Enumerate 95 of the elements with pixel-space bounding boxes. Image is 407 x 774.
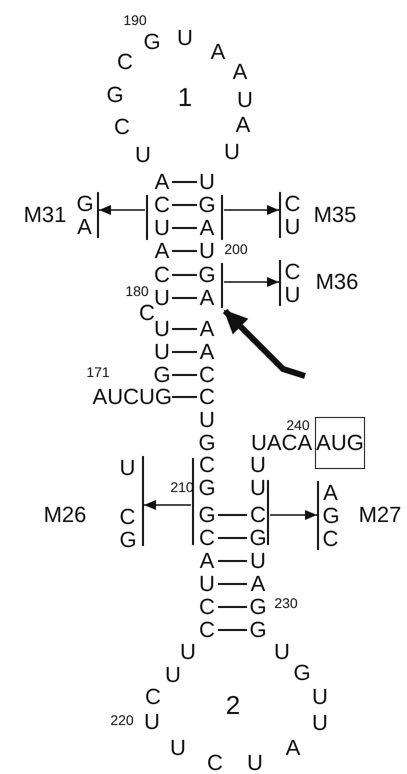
nucleotide-letter: C <box>154 264 170 286</box>
nucleotide-letter: C <box>250 504 266 526</box>
nucleotide-letter: U <box>154 318 170 340</box>
mutant-letters: U <box>120 456 136 479</box>
nucleotide-letter: A <box>200 287 214 309</box>
nucleotide-letter: G <box>198 432 216 454</box>
nucleotide-letter: U <box>250 550 266 572</box>
nucleotide-letter: U <box>165 664 181 686</box>
position-number: 220 <box>110 713 134 727</box>
nucleotide-letter: U <box>247 752 263 774</box>
nucleotide-letter: A <box>210 41 226 63</box>
mutant-letters: C G <box>120 505 136 551</box>
position-number: 240 <box>286 418 310 432</box>
bracket-line <box>146 195 148 240</box>
nucleotide-letter: C <box>199 619 215 641</box>
nucleotide-letter: C <box>199 596 215 618</box>
mutation-arrow <box>270 510 317 520</box>
nucleotide-letter: U <box>224 141 240 163</box>
nucleotide-letter: C <box>207 752 223 774</box>
nucleotide-letter: U <box>274 641 290 663</box>
position-number: 200 <box>224 242 248 256</box>
bracket-line <box>221 263 223 308</box>
mutant-letters: G A <box>76 192 92 238</box>
nucleotide-letter: G <box>153 364 171 386</box>
mutant-name: M27 <box>358 504 402 526</box>
nucleotide-letter: U <box>312 712 328 734</box>
nucleotide-letter: G <box>198 504 216 526</box>
nucleotide-letter: A <box>200 217 214 239</box>
nucleotide-letter: A <box>286 737 300 759</box>
nucleotide-letter: A <box>236 114 250 136</box>
nucleotide-letter: U <box>199 171 215 193</box>
nucleotide-letter: U <box>250 477 266 499</box>
position-number: 171 <box>86 365 110 379</box>
nucleotide-letter: G <box>198 264 216 286</box>
loop-number: 2 <box>226 692 240 718</box>
nucleotide-letter: G <box>249 619 267 641</box>
nucleotide-letter: C <box>199 454 215 476</box>
nucleotide-letter: U <box>154 287 170 309</box>
position-number: 230 <box>274 596 298 610</box>
mutation-arrow <box>224 277 279 287</box>
nucleotide-letter: G <box>249 527 267 549</box>
mutant-name: M35 <box>314 204 356 226</box>
nucleotide-letter: U <box>250 454 266 476</box>
nucleotide-letter: U <box>312 686 328 708</box>
nucleotide-letter: A <box>154 171 170 193</box>
mutant-letters: C U <box>284 260 300 306</box>
mutant-name: M36 <box>316 271 358 293</box>
nucleotide-letter: G <box>198 194 216 216</box>
nucleotide-letter: A <box>232 61 248 83</box>
nucleotide-letter: C <box>114 116 130 138</box>
mutant-letters: C U <box>284 192 300 238</box>
nucleotide-letter: U <box>135 144 151 166</box>
nucleotide-letter: A <box>200 318 214 340</box>
nucleotide-letter: U <box>199 573 215 595</box>
nucleotide-letter: U <box>199 240 215 262</box>
mutation-arrow <box>99 205 145 215</box>
bracket-line <box>221 195 223 240</box>
nucleotide-letter: C <box>199 386 215 408</box>
nucleotide-letter: G <box>249 596 267 618</box>
nucleotide-letter: C <box>154 194 170 216</box>
nucleotide-letter: U <box>237 89 253 111</box>
nucleotide-letter: U <box>144 711 160 733</box>
mutant-name: M31 <box>24 204 66 226</box>
nucleotide-letter: G <box>143 31 161 53</box>
mutant-name: M26 <box>44 504 86 526</box>
bracket-line <box>192 458 194 545</box>
nucleotide-letter: G <box>106 84 124 106</box>
boxed-codon: AUG <box>315 417 365 469</box>
nucleotide-letter: U <box>170 737 186 759</box>
nucleotide-letter: U <box>180 641 196 663</box>
nucleotide-letter: A <box>154 240 170 262</box>
sequence-text: AUCUG <box>92 386 172 408</box>
nucleotide-letter: C <box>199 364 215 386</box>
nucleotide-letter: G <box>293 662 311 684</box>
mutation-arrow <box>224 205 279 215</box>
loop-number: 1 <box>178 84 192 110</box>
nucleotide-letter: A <box>200 341 214 363</box>
nucleotide-letter: G <box>198 477 216 499</box>
nucleotide-letter: U <box>177 27 193 49</box>
mutation-arrow <box>144 500 191 510</box>
nucleotide-letter: A <box>200 550 214 572</box>
nucleotide-letter: C <box>139 302 155 324</box>
mutant-letters: A G C <box>322 481 338 550</box>
pointer-arrow <box>222 308 306 379</box>
nucleotide-letter: A <box>250 573 266 595</box>
sequence-text: UACA <box>251 432 312 454</box>
nucleotide-letter: C <box>117 51 133 73</box>
nucleotide-letter: U <box>199 409 215 431</box>
position-number: 180 <box>125 284 149 298</box>
nucleotide-letter: C <box>145 686 161 708</box>
nucleotide-letter: C <box>199 527 215 549</box>
nucleotide-letter: U <box>154 341 170 363</box>
bracket-line <box>267 480 269 545</box>
position-number: 190 <box>123 13 147 27</box>
nucleotide-letter: U <box>154 217 170 239</box>
